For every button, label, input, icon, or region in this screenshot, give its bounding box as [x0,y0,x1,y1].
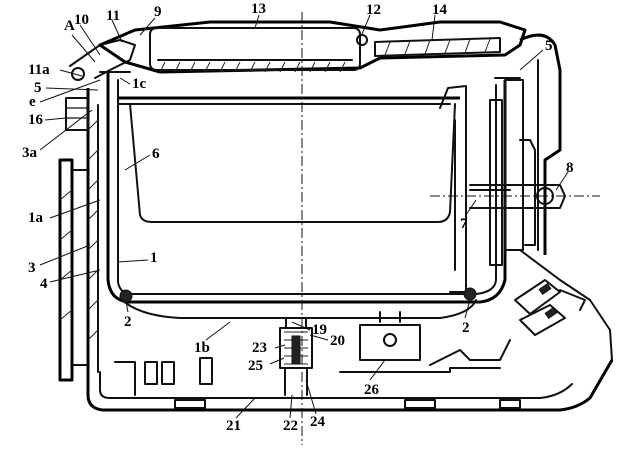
label-2-left: 2 [124,314,132,330]
bottom-components [114,357,213,396]
label-1c: 1c [132,76,147,92]
label-14: 14 [432,2,448,18]
drain-valve [279,317,313,396]
label-7: 7 [460,216,468,232]
label-21: 21 [226,418,241,434]
label-4: 4 [40,276,48,292]
label-13: 13 [251,1,266,17]
label-5-right: 5 [545,38,553,54]
label-3: 3 [28,260,36,276]
leader-lines [39,14,569,419]
side-handle [58,158,89,382]
label-1: 1 [150,250,158,266]
label-2-right: 2 [462,320,470,336]
lid [98,20,527,74]
label-16: 16 [28,112,44,128]
label-A: A [64,18,75,34]
label-11a: 11a [28,62,50,78]
label-22: 22 [283,418,298,434]
label-11: 11 [106,8,120,24]
label-5-left: 5 [34,80,42,96]
right-mechanism [430,79,613,361]
label-1b: 1b [194,340,210,356]
label-24: 24 [310,414,326,430]
label-e: e [29,94,36,110]
label-10: 10 [74,12,89,28]
label-3a: 3a [22,145,38,161]
electric-connector [514,279,586,336]
label-25: 25 [248,358,263,374]
outer-housing [86,33,614,412]
label-9: 9 [154,4,162,20]
label-1a: 1a [28,210,44,226]
label-19: 19 [312,322,327,338]
fry-basket [117,85,511,293]
reference-labels: A 10 11 9 13 12 14 5 11a 5 e 1c 16 3a 6 … [22,1,574,434]
label-26: 26 [364,382,380,398]
lower-pan [121,299,477,319]
thermostat-unit [339,311,511,373]
label-20: 20 [330,333,345,349]
label-12: 12 [366,2,381,18]
oil-tank [99,71,521,304]
label-6: 6 [152,146,160,162]
label-23: 23 [252,340,267,356]
lid-hinge-block [65,39,136,131]
label-8: 8 [566,160,574,176]
